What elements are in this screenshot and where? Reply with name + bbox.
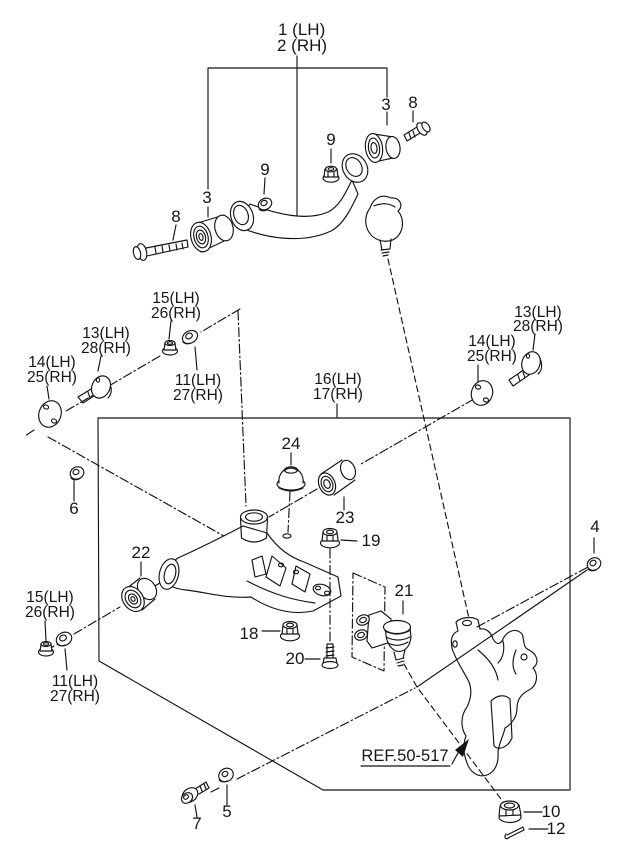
callout-20: 20	[286, 649, 305, 668]
callout-11-27-lower-l2: 27(RH)	[50, 688, 100, 705]
washer-5	[218, 767, 234, 783]
bump-stop-24	[276, 466, 306, 492]
callout-24: 24	[282, 434, 301, 453]
steering-knuckle	[450, 616, 538, 777]
callout-23: 23	[336, 508, 355, 527]
callout-11-27-upper-l1: 11(LH)	[175, 372, 221, 389]
upper-arm-bushing-right	[364, 133, 401, 163]
upper-arm-bolt-left	[132, 239, 189, 261]
cam-bolt-left	[77, 375, 112, 404]
callout-labels: 1 (LH) 2 (RH) 3 3 8 8 9 9 15(LH) 26(RH) …	[25, 20, 600, 838]
callout-13-28-right-l1: 13(LH)	[514, 304, 561, 321]
callout-14-25-right-l1: 14(LH)	[468, 333, 515, 350]
nut-15-26-lower	[37, 640, 55, 657]
washer-6	[69, 466, 85, 481]
callout-10: 10	[542, 802, 561, 821]
bolt-7	[180, 781, 210, 804]
callout-12: 12	[547, 819, 566, 838]
callout-8-right: 8	[408, 93, 417, 112]
callout-13-28-left-l2: 28(RH)	[81, 340, 131, 357]
cam-bolt-right	[508, 351, 543, 387]
frame-box	[97, 417, 571, 791]
callout-18: 18	[240, 624, 259, 643]
callout-2-rh: 2 (RH)	[277, 36, 327, 55]
assembly-axis-lines-front	[329, 548, 589, 804]
upper-arm-bushing-left	[190, 214, 234, 253]
ref-label: REF.50-517	[361, 747, 448, 765]
callout-14-25-right-l2: 25(RH)	[467, 348, 517, 365]
callout-11-27-lower-l1: 11(LH)	[52, 673, 98, 690]
callout-22: 22	[132, 543, 151, 562]
callout-13-28-right-l2: 28(RH)	[513, 318, 563, 335]
cam-washer-left	[38, 400, 62, 428]
callout-16-17-l2: 17(RH)	[313, 386, 363, 403]
washer-11-27-lower	[55, 631, 73, 647]
washer-4	[586, 557, 602, 572]
upper-control-arm	[229, 153, 404, 257]
callout-8-left: 8	[171, 207, 180, 226]
callout-16-17-l1: 16(LH)	[314, 371, 361, 388]
bolt-20	[321, 643, 339, 670]
callout-9-right: 9	[326, 130, 335, 149]
callout-leader-lines	[44, 55, 595, 830]
callout-3-left: 3	[202, 188, 211, 207]
callout-15-26-upper-l1: 15(LH)	[152, 290, 199, 307]
washer-11-27-upper	[181, 329, 199, 345]
bushing-23	[317, 459, 357, 496]
callout-9-left: 9	[260, 160, 269, 179]
callout-7: 7	[192, 814, 201, 833]
upper-arm-nut-right	[322, 165, 340, 183]
cam-washer-right	[470, 380, 494, 406]
callout-15-26-lower-l2: 26(RH)	[25, 604, 75, 621]
callout-19: 19	[362, 531, 381, 550]
callout-15-26-upper-l2: 26(RH)	[151, 305, 201, 322]
upper-arm-bolt-right	[403, 121, 431, 142]
cotter-pin-12	[504, 826, 525, 840]
callout-4: 4	[590, 517, 599, 536]
ball-joint-21	[351, 572, 412, 672]
nut-18	[279, 620, 301, 642]
nut-15-26-upper	[161, 339, 179, 356]
bushing-22	[121, 577, 158, 613]
callout-6: 6	[69, 499, 78, 518]
upper-arm-washer-left	[257, 197, 273, 212]
callout-14-25-left-l1: 14(LH)	[28, 354, 75, 371]
callout-1-lh: 1 (LH)	[278, 20, 325, 39]
callout-21: 21	[395, 581, 414, 600]
ref-arrow	[451, 739, 469, 765]
callout-5: 5	[222, 802, 231, 821]
nut-10	[498, 800, 522, 824]
callout-3-right: 3	[381, 95, 390, 114]
callout-14-25-left-l2: 25(RH)	[27, 369, 77, 386]
nut-19	[319, 527, 341, 549]
callout-15-26-lower-l1: 15(LH)	[26, 589, 73, 606]
callout-11-27-upper-l2: 27(RH)	[173, 387, 223, 404]
callout-13-28-left-l1: 13(LH)	[82, 325, 129, 342]
lower-control-arm	[158, 509, 342, 614]
